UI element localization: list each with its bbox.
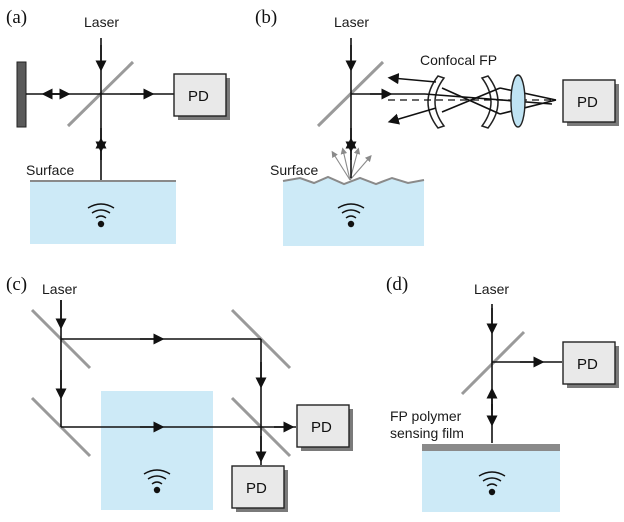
- panel-b-surface-label: Surface: [270, 162, 318, 178]
- panel-b-fp-mirror-left: [427, 75, 446, 129]
- panel-c-photodetector-bottom: PD: [231, 465, 288, 512]
- panel-b-water: [283, 177, 424, 246]
- panel-c-tag: (c): [6, 274, 27, 295]
- panel-d-laser-label: Laser: [474, 281, 509, 297]
- arrow-icon: [387, 73, 437, 85]
- panel-b-cavity-rays: [424, 87, 557, 115]
- panel-b-rough-surface: [282, 175, 425, 186]
- panel-d-photodetector: PD: [562, 341, 619, 388]
- panel-b-laser-label: Laser: [334, 14, 369, 30]
- panel-b-tag: (b): [255, 7, 277, 28]
- panel-b-focusing-lens: [510, 74, 526, 128]
- panel-d-film-label-2: sensing film: [390, 425, 464, 441]
- panel-b-pd-label: PD: [577, 94, 598, 111]
- panel-b: (b) Laser Surface Confocal FP: [255, 7, 619, 246]
- panel-d-tag: (d): [386, 274, 408, 295]
- panel-c-pd-top-label: PD: [311, 419, 332, 436]
- panel-c: (c) Laser PD PD: [6, 274, 353, 512]
- panel-d-water: [422, 451, 560, 512]
- arrow-icon: [387, 107, 437, 125]
- panel-a-pd-label: PD: [188, 88, 209, 105]
- panel-a: (a) Laser Surface PD: [6, 7, 230, 244]
- panel-a-photodetector: PD: [173, 73, 230, 120]
- panel-d-beam-splitter: [460, 330, 526, 396]
- panel-a-water: [30, 181, 176, 244]
- panel-c-photodetector-top: PD: [296, 404, 353, 451]
- panel-d-pd-label: PD: [577, 356, 598, 373]
- panel-d-film-label-1: FP polymer: [390, 408, 462, 424]
- panel-b-photodetector: PD: [562, 79, 619, 126]
- panel-b-fp-mirror-right: [480, 75, 499, 129]
- panel-a-surface-label: Surface: [26, 162, 74, 178]
- panel-a-reference-mirror: [16, 61, 27, 128]
- panel-a-tag: (a): [6, 7, 27, 28]
- panel-c-pd-bottom-label: PD: [246, 480, 267, 497]
- panel-d: (d) Laser FP polymer sensing film PD: [386, 274, 619, 512]
- panel-d-polymer-film: [422, 444, 560, 451]
- panel-b-cavity-label: Confocal FP: [420, 52, 497, 68]
- panel-c-laser-label: Laser: [42, 281, 77, 297]
- panel-a-laser-label: Laser: [84, 14, 119, 30]
